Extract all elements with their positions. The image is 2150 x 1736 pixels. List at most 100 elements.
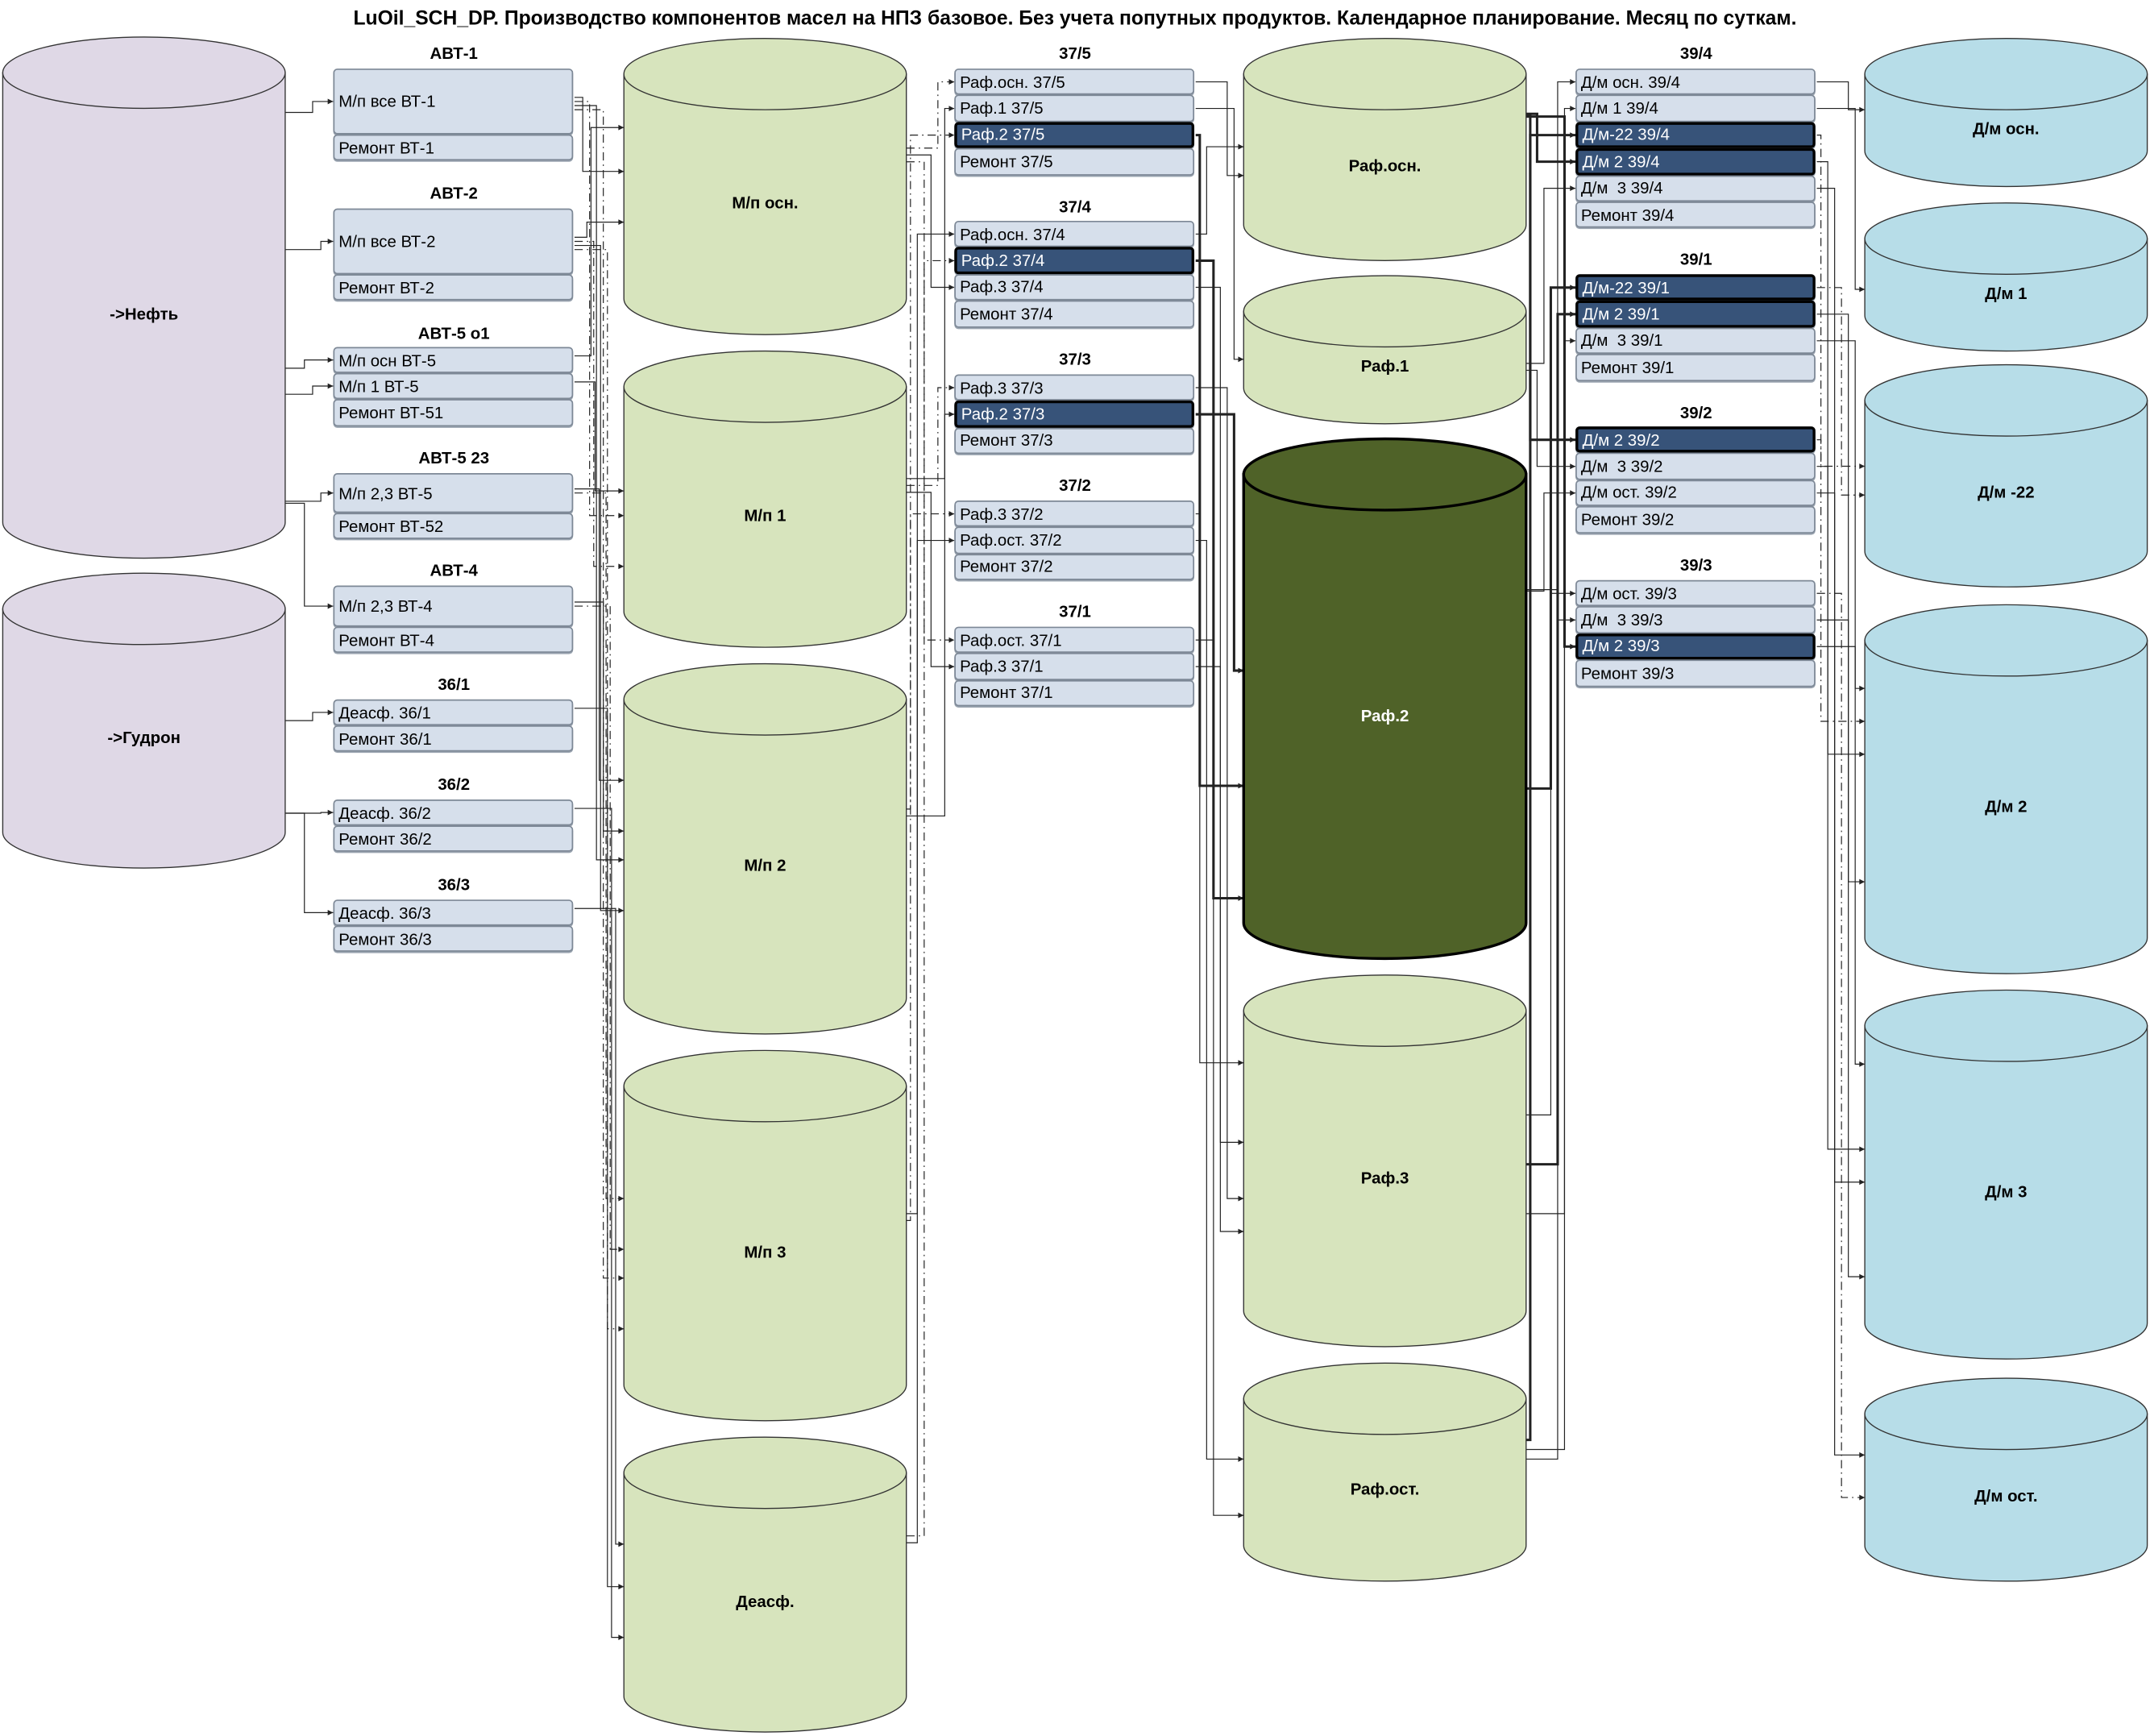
- unit-mode-row[interactable]: Ремонт 37/2: [954, 554, 1195, 581]
- tank-label: М/п осн.: [732, 193, 799, 213]
- tank-label: М/п 3: [744, 1242, 787, 1262]
- arrow-icon: [1859, 1494, 1866, 1501]
- connector-line: [1195, 513, 1244, 1064]
- tank-dewaxed-4[interactable]: Д/м 3: [1864, 989, 2148, 1360]
- tank-distillates-2[interactable]: М/п 2: [623, 662, 907, 1035]
- tank-distillates-4[interactable]: Деасф.: [623, 1436, 907, 1733]
- unit-header: 37/1: [1059, 601, 1091, 621]
- unit-mode-row[interactable]: Раф.2 37/4: [954, 247, 1195, 274]
- unit-mode-row[interactable]: Раф.ост. 37/1: [954, 626, 1195, 654]
- arrow-icon: [1238, 1456, 1244, 1462]
- unit-mode-row[interactable]: Д/м 2 39/3: [1575, 633, 1816, 660]
- unit-mode-row[interactable]: Ремонт 36/2: [333, 825, 574, 852]
- tank-raffinates-4[interactable]: Раф.ост.: [1243, 1362, 1527, 1582]
- tank-feed-0[interactable]: ->Нефть: [2, 36, 286, 559]
- unit-mode-row[interactable]: Ремонт 36/3: [333, 925, 574, 952]
- unit-mode-row[interactable]: М/п все ВТ-1: [333, 69, 574, 135]
- connector-line: [1525, 369, 1576, 467]
- unit-mode-row[interactable]: М/п 2,3 ВТ-5: [333, 473, 574, 513]
- unit-mode-row[interactable]: Ремонт 39/4: [1575, 201, 1816, 229]
- arrow-icon: [948, 511, 955, 517]
- unit-mode-row[interactable]: Д/м осн. 39/4: [1575, 69, 1816, 96]
- unit-mode-row[interactable]: Д/м ост. 39/3: [1575, 579, 1816, 607]
- unit-mode-row[interactable]: Д/м ост. 39/2: [1575, 480, 1816, 507]
- unit-mode-row[interactable]: Раф.3 37/1: [954, 653, 1195, 680]
- arrow-icon: [1238, 1228, 1244, 1235]
- tank-raffinates-3[interactable]: Раф.3: [1243, 974, 1527, 1348]
- unit-mode-row[interactable]: Ремонт ВТ-51: [333, 399, 574, 427]
- arrow-icon: [618, 124, 625, 131]
- connector-line: [574, 244, 625, 912]
- tank-distillates-1[interactable]: М/п 1: [623, 350, 907, 648]
- unit-mode-row[interactable]: Раф.ост. 37/2: [954, 527, 1195, 554]
- unit-mode-row[interactable]: Ремонт 37/4: [954, 300, 1195, 327]
- unit-mode-row[interactable]: Раф.2 37/3: [954, 401, 1195, 428]
- tank-dewaxed-0[interactable]: Д/м осн.: [1864, 37, 2148, 188]
- arrow-icon: [618, 219, 625, 226]
- unit-mode-row[interactable]: Раф.2 37/5: [954, 122, 1195, 149]
- tank-dewaxed-3[interactable]: Д/м 2: [1864, 604, 2148, 974]
- unit-mode-row[interactable]: Ремонт 39/1: [1575, 354, 1816, 381]
- connector-line: [284, 812, 334, 913]
- unit-mode-row[interactable]: Деасф. 36/1: [333, 699, 574, 726]
- unit-mode-row[interactable]: Ремонт 36/1: [333, 725, 574, 752]
- tank-dewaxed-2[interactable]: Д/м -22: [1864, 363, 2148, 588]
- unit-mode-row[interactable]: Ремонт ВТ-52: [333, 513, 574, 539]
- unit-mode-row[interactable]: Ремонт 37/1: [954, 679, 1195, 707]
- unit-mode-row[interactable]: Д/м 2 39/4: [1575, 148, 1816, 176]
- cylinder-shape: [1243, 37, 1527, 261]
- tank-raffinates-0[interactable]: Раф.осн.: [1243, 37, 1527, 261]
- connector-line: [1816, 492, 1866, 1456]
- unit-mode-row[interactable]: Д/м 3 39/3: [1575, 606, 1816, 633]
- unit-mode-row[interactable]: М/п 2,3 ВТ-4: [333, 585, 574, 627]
- arrow-icon: [1859, 106, 1866, 113]
- unit-mode-row[interactable]: Ремонт ВТ-2: [333, 274, 574, 301]
- arrow-icon: [618, 1634, 625, 1641]
- unit-mode-row[interactable]: Д/м-22 39/1: [1575, 274, 1816, 301]
- unit-mode-row[interactable]: Д/м 3 39/4: [1575, 175, 1816, 202]
- unit-mode-row[interactable]: Д/м-22 39/4: [1575, 122, 1816, 149]
- unit-mode-row[interactable]: Раф.3 37/2: [954, 500, 1195, 528]
- arrow-icon: [948, 538, 955, 543]
- unit-mode-row[interactable]: Раф.осн. 37/5: [954, 69, 1195, 96]
- arrow-icon: [1570, 617, 1576, 623]
- unit-mode-row[interactable]: Деасф. 36/3: [333, 899, 574, 926]
- unit-mode-row[interactable]: Д/м 3 39/2: [1575, 453, 1816, 480]
- tank-dewaxed-1[interactable]: Д/м 1: [1864, 202, 2148, 352]
- unit-mode-row[interactable]: Раф.3 37/4: [954, 273, 1195, 301]
- unit-mode-row[interactable]: Ремонт 37/5: [954, 148, 1195, 176]
- unit-mode-row[interactable]: М/п 1 ВТ-5: [333, 372, 574, 400]
- arrow-icon: [327, 709, 334, 716]
- unit-mode-row[interactable]: Ремонт 37/3: [954, 427, 1195, 455]
- unit-mode-row[interactable]: Деасф. 36/2: [333, 799, 574, 826]
- unit-mode-row[interactable]: Ремонт ВТ-1: [333, 134, 574, 161]
- unit-mode-row[interactable]: Ремонт ВТ-4: [333, 626, 574, 653]
- unit-mode-row[interactable]: Д/м 2 39/2: [1575, 426, 1816, 454]
- unit-mode-row[interactable]: М/п осн ВТ-5: [333, 347, 574, 373]
- unit-mode-row[interactable]: Д/м 2 39/1: [1575, 301, 1816, 328]
- arrow-icon: [1859, 1452, 1866, 1458]
- tank-distillates-3[interactable]: М/п 3: [623, 1049, 907, 1422]
- unit-mode-row[interactable]: Д/м 3 39/1: [1575, 327, 1816, 355]
- connector-line: [574, 605, 625, 1250]
- unit-mode-row[interactable]: Ремонт 39/2: [1575, 506, 1816, 534]
- tank-dewaxed-5[interactable]: Д/м ост.: [1864, 1377, 2148, 1582]
- arrow-icon: [1570, 643, 1576, 650]
- unit-mode-row[interactable]: Ремонт 39/3: [1575, 659, 1816, 687]
- unit-mode-row[interactable]: Раф.1 37/5: [954, 95, 1195, 123]
- unit-mode-row[interactable]: М/п все ВТ-2: [333, 208, 574, 275]
- unit-mode-row[interactable]: Раф.осн. 37/4: [954, 220, 1195, 247]
- tank-distillates-0[interactable]: М/п осн.: [623, 37, 907, 335]
- unit-mode-row[interactable]: Раф.3 37/3: [954, 374, 1195, 401]
- connector-line: [906, 387, 955, 486]
- connector-line: [574, 381, 625, 492]
- tank-raffinates-1[interactable]: Раф.1: [1243, 275, 1527, 425]
- tank-raffinates-2[interactable]: Раф.2: [1242, 437, 1528, 961]
- arrow-icon: [1859, 286, 1866, 293]
- unit-mode-row[interactable]: Д/м 1 39/4: [1575, 95, 1816, 123]
- cylinder-shape: [1864, 363, 2148, 588]
- connector-line: [284, 240, 334, 251]
- tank-feed-1[interactable]: ->Гудрон: [2, 572, 286, 869]
- arrow-icon: [1570, 185, 1576, 192]
- cylinder-shape: [623, 1436, 907, 1733]
